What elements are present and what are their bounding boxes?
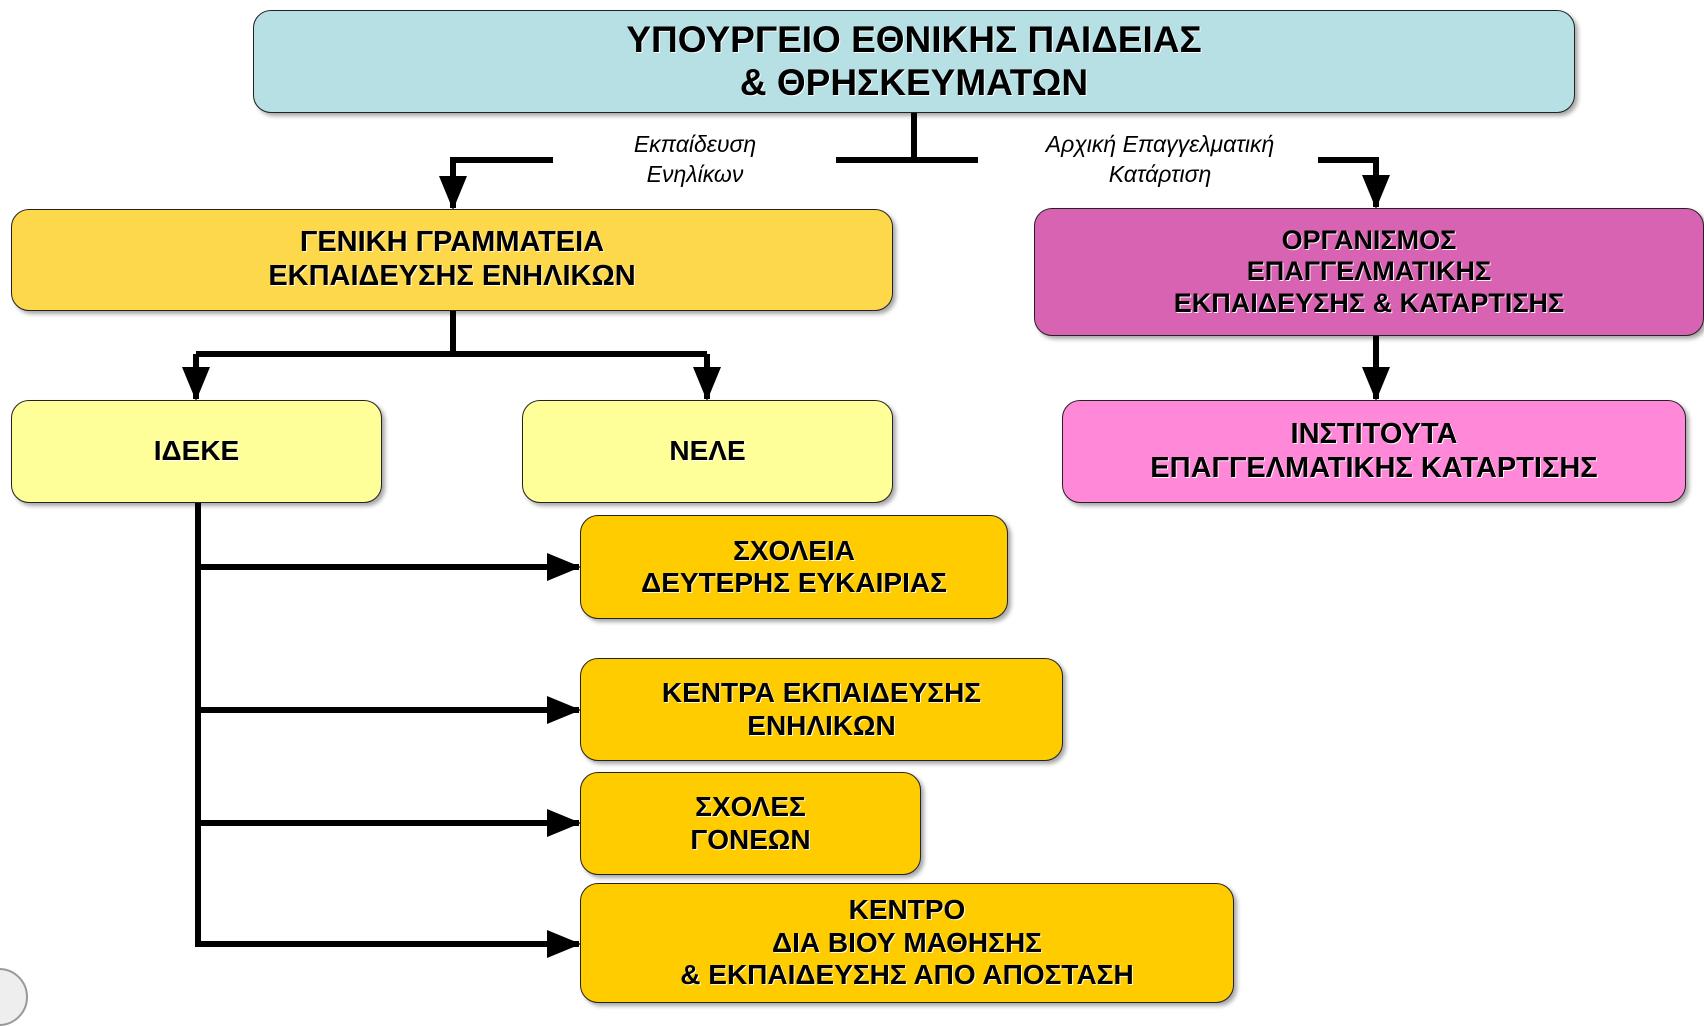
ministry-title-line2: & ΘΡΗΣΚΕΥΜΑΤΩΝ xyxy=(739,61,1089,103)
sg-line2: ΓΟΝΕΩΝ xyxy=(690,823,811,855)
arrow-to-oeek xyxy=(1318,157,1390,209)
adult-education-centers-box: ΚΕΝΤΡΑ ΕΚΠΑΙΔΕΥΣΗΣ ΕΝΗΛΙΚΩΝ xyxy=(580,658,1063,761)
kee-line2: ΕΝΗΛΙΚΩΝ xyxy=(747,709,896,741)
edge-label-left-line2: Ενηλίκων xyxy=(646,160,744,187)
general-secretariat-box: ΓΕΝΙΚΗ ΓΡΑΜΜΑΤΕΙΑ ΕΚΠΑΙΔΕΥΣΗΣ ΕΝΗΛΙΚΩΝ xyxy=(11,209,893,311)
iek-box: ΙΝΣΤΙΤΟΥΤΑ ΕΠΑΓΓΕΛΜΑΤΙΚΗΣ ΚΑΤΑΡΤΙΣΗΣ xyxy=(1062,400,1686,503)
edge-label-right-line2: Κατάρτιση xyxy=(1108,160,1212,187)
oeek-line2: ΕΠΑΓΓΕΛΜΑΤΙΚΗΣ xyxy=(1246,256,1492,287)
connector-lines xyxy=(182,113,1390,958)
oeek-line3: ΕΚΠΑΙΔΕΥΣΗΣ & ΚΑΤΑΡΤΙΣΗΣ xyxy=(1173,287,1565,318)
edge-label-initial-vocational-training: Αρχική Επαγγελματική Κατάρτιση xyxy=(990,130,1330,190)
parents-schools-box: ΣΧΟΛΕΣ ΓΟΝΕΩΝ xyxy=(580,772,921,875)
kdbm-line3: & ΕΚΠΑΙΔΕΥΣΗΣ ΑΠΟ ΑΠΟΣΤΑΣΗ xyxy=(680,959,1134,991)
oeek-box: ΟΡΓΑΝΙΣΜΟΣ ΕΠΑΓΓΕΛΜΑΤΙΚΗΣ ΕΚΠΑΙΔΕΥΣΗΣ & … xyxy=(1034,208,1704,336)
general-secretariat-line2: ΕΚΠΑΙΔΕΥΣΗΣ ΕΝΗΛΙΚΩΝ xyxy=(268,260,636,292)
sde-line2: ΔΕΥΤΕΡΗΣ ΕΥΚΑΙΡΙΑΣ xyxy=(641,567,947,598)
iek-line1: ΙΝΣΤΙΤΟΥΤΑ xyxy=(1290,417,1458,450)
oeek-line1: ΟΡΓΑΝΙΣΜΟΣ xyxy=(1281,225,1457,256)
kee-line1: ΚΕΝΤΡΑ ΕΚΠΑΙΔΕΥΣΗΣ xyxy=(661,677,982,709)
ministry-title-line1: ΥΠΟΥΡΓΕΙΟ ΕΘΝΙΚΗΣ ΠΑΙΔΕΙΑΣ xyxy=(626,18,1202,60)
lifelong-learning-center-box: ΚΕΝΤΡΟ ΔΙΑ ΒΙΟΥ ΜΑΘΗΣΗΣ & ΕΚΠΑΙΔΕΥΣΗΣ ΑΠ… xyxy=(580,883,1234,1003)
nele-label: ΝΕΛΕ xyxy=(669,435,746,467)
second-chance-schools-box: ΣΧΟΛΕΙΑ ΔΕΥΤΕΡΗΣ ΕΥΚΑΙΡΙΑΣ xyxy=(580,515,1008,619)
sde-line1: ΣΧΟΛΕΙΑ xyxy=(733,534,855,566)
ideke-label: ΙΔΕΚΕ xyxy=(153,435,240,467)
iek-line2: ΕΠΑΓΓΕΛΜΑΤΙΚΗΣ ΚΑΤΑΡΤΙΣΗΣ xyxy=(1150,451,1598,484)
ideke-box: ΙΔΕΚΕ xyxy=(11,400,382,503)
kdbm-line2: ΔΙΑ ΒΙΟΥ ΜΑΘΗΣΗΣ xyxy=(772,926,1042,958)
edge-label-right-line1: Αρχική Επαγγελματική xyxy=(1045,131,1275,157)
arrow-to-general-secretariat xyxy=(439,157,553,210)
edge-label-left-line1: Εκπαίδευση xyxy=(633,131,757,157)
edge-label-adult-education: Εκπαίδευση Ενηλίκων xyxy=(575,130,815,190)
ministry-box: ΥΠΟΥΡΓΕΙΟ ΕΘΝΙΚΗΣ ΠΑΙΔΕΙΑΣ & ΘΡΗΣΚΕΥΜΑΤΩ… xyxy=(253,10,1575,113)
nele-box: ΝΕΛΕ xyxy=(522,400,893,503)
sg-line1: ΣΧΟΛΕΣ xyxy=(695,791,806,823)
kdbm-line1: ΚΕΝΤΡΟ xyxy=(848,894,966,926)
general-secretariat-line1: ΓΕΝΙΚΗ ΓΡΑΜΜΑΤΕΙΑ xyxy=(299,226,605,259)
